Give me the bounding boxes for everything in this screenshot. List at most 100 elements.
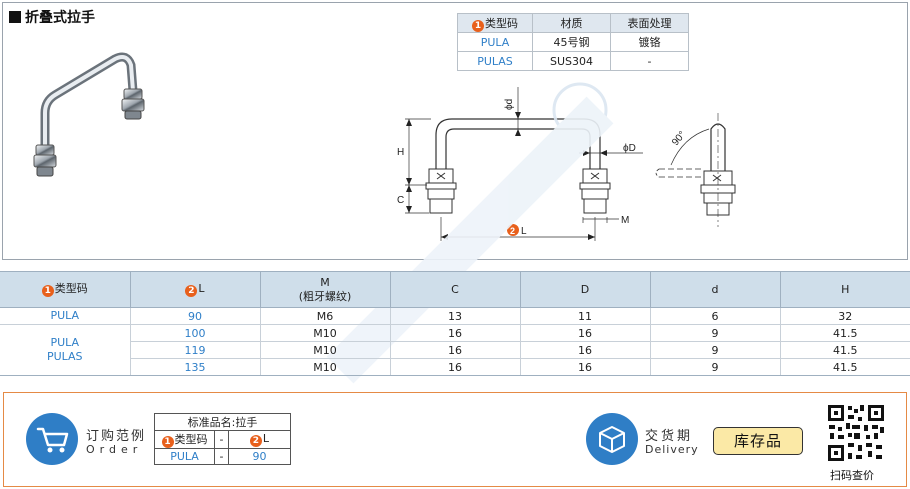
order-example-label: 订购范例 bbox=[86, 429, 147, 444]
title-square-icon bbox=[9, 11, 21, 23]
row-type-code: PULA bbox=[0, 307, 131, 325]
dimension-phi-D-label: ϕD bbox=[623, 143, 636, 154]
qr-code-icon[interactable] bbox=[826, 403, 886, 463]
material-row-material: SUS304 bbox=[532, 51, 611, 71]
row-M: M10 bbox=[260, 341, 391, 359]
col-D: D bbox=[520, 271, 651, 308]
row-L: 135 bbox=[130, 358, 261, 376]
row-M: M10 bbox=[260, 324, 391, 342]
badge-two-icon: 2 bbox=[185, 285, 198, 297]
table-row: PULA 90 M6 13 11 6 32 bbox=[0, 307, 910, 325]
row-M: M6 bbox=[260, 307, 391, 325]
material-row-material: 45号钢 bbox=[532, 32, 611, 52]
badge-one-icon: 1 bbox=[41, 285, 54, 297]
col-C: C bbox=[390, 271, 521, 308]
table-row: 135 M10 16 16 9 41.5 bbox=[0, 358, 910, 376]
table-row: 119 M10 16 16 9 41.5 bbox=[0, 341, 910, 359]
row-L: 119 bbox=[130, 341, 261, 359]
order-type-code-header-text: 类型码 bbox=[174, 433, 208, 446]
dimension-phi-d-label: ϕd bbox=[504, 99, 515, 110]
badge-two-icon: 2 bbox=[510, 226, 515, 236]
material-header: 材质 bbox=[532, 13, 611, 33]
col-type-code-text: 类型码 bbox=[54, 282, 88, 295]
order-example-value-row: PULA - 90 bbox=[154, 448, 291, 465]
order-example-title-row: 标准品名:拉手 bbox=[154, 413, 291, 431]
order-dash: - bbox=[214, 448, 229, 465]
standard-name-label: 标准品名: bbox=[187, 416, 236, 429]
row-M: M10 bbox=[260, 358, 391, 376]
standard-name: 拉手 bbox=[235, 416, 258, 429]
row-L: 100 bbox=[130, 324, 261, 342]
material-row-surface: - bbox=[610, 51, 689, 71]
badge-two-icon: 2 bbox=[249, 435, 262, 447]
row-C: 16 bbox=[390, 324, 521, 342]
qr-caption: 扫码查价 bbox=[830, 469, 874, 482]
material-row-surface: 镀铬 bbox=[610, 32, 689, 52]
dimension-M-label: M bbox=[621, 215, 629, 226]
row-H: 41.5 bbox=[780, 358, 910, 376]
col-d: d bbox=[650, 271, 781, 308]
order-length-value: 90 bbox=[228, 448, 291, 465]
row-D: 16 bbox=[520, 324, 651, 342]
title-text: 折叠式拉手 bbox=[25, 10, 95, 26]
surface-header: 表面处理 bbox=[610, 13, 689, 33]
row-D: 16 bbox=[520, 358, 651, 376]
dimension-H-label: H bbox=[397, 147, 404, 158]
row-D: 16 bbox=[520, 341, 651, 359]
delivery-label-en: Delivery bbox=[645, 443, 699, 456]
row-L: 90 bbox=[130, 307, 261, 325]
dimension-C-label: C bbox=[397, 195, 404, 206]
badge-one-icon: 1 bbox=[472, 19, 484, 32]
col-M-line2: (粗牙螺纹) bbox=[298, 289, 352, 303]
page-title: 折叠式拉手 bbox=[9, 7, 95, 27]
dimension-L-label: L bbox=[521, 226, 527, 237]
row-C: 16 bbox=[390, 341, 521, 359]
row-type-code: PULA bbox=[50, 336, 80, 349]
box-icon bbox=[586, 413, 638, 465]
order-dash: - bbox=[214, 430, 229, 449]
order-example-label-en: Order bbox=[86, 443, 143, 456]
row-d: 6 bbox=[650, 307, 781, 325]
col-H: H bbox=[780, 271, 910, 308]
row-d: 9 bbox=[650, 324, 781, 342]
row-C: 13 bbox=[390, 307, 521, 325]
col-L-text: L bbox=[198, 282, 205, 295]
row-D: 11 bbox=[520, 307, 651, 325]
col-M: M(粗牙螺纹) bbox=[260, 271, 391, 308]
technical-drawing: ϕd ϕD H C M 90° 2 L bbox=[397, 87, 736, 241]
row-type-codes: PULA PULAS bbox=[0, 324, 131, 376]
row-type-code: PULAS bbox=[46, 350, 83, 363]
row-C: 16 bbox=[390, 358, 521, 376]
in-stock-button[interactable]: 库存品 bbox=[713, 427, 803, 455]
order-example-title: 标准品名:拉手 bbox=[154, 413, 291, 431]
table-row: PULA PULAS 100 M10 16 16 9 41.5 bbox=[0, 324, 910, 376]
material-row-code: PULAS bbox=[457, 51, 533, 71]
order-code-value: PULA bbox=[154, 448, 215, 465]
row-H: 41.5 bbox=[780, 341, 910, 359]
cart-icon bbox=[26, 413, 78, 465]
badge-one-icon: 1 bbox=[161, 436, 174, 448]
col-M-line1: M bbox=[320, 275, 330, 289]
material-row-code: PULA bbox=[457, 32, 533, 52]
row-H: 32 bbox=[780, 307, 910, 325]
dimension-angle-label: 90° bbox=[670, 129, 688, 148]
type-code-header-text: 类型码 bbox=[485, 16, 518, 30]
delivery-label: 交货期 bbox=[645, 429, 694, 444]
order-L-header-text: L bbox=[262, 432, 270, 445]
row-d: 9 bbox=[650, 341, 781, 359]
material-row: PULAS SUS304 - bbox=[457, 51, 689, 71]
product-photo bbox=[33, 52, 145, 177]
